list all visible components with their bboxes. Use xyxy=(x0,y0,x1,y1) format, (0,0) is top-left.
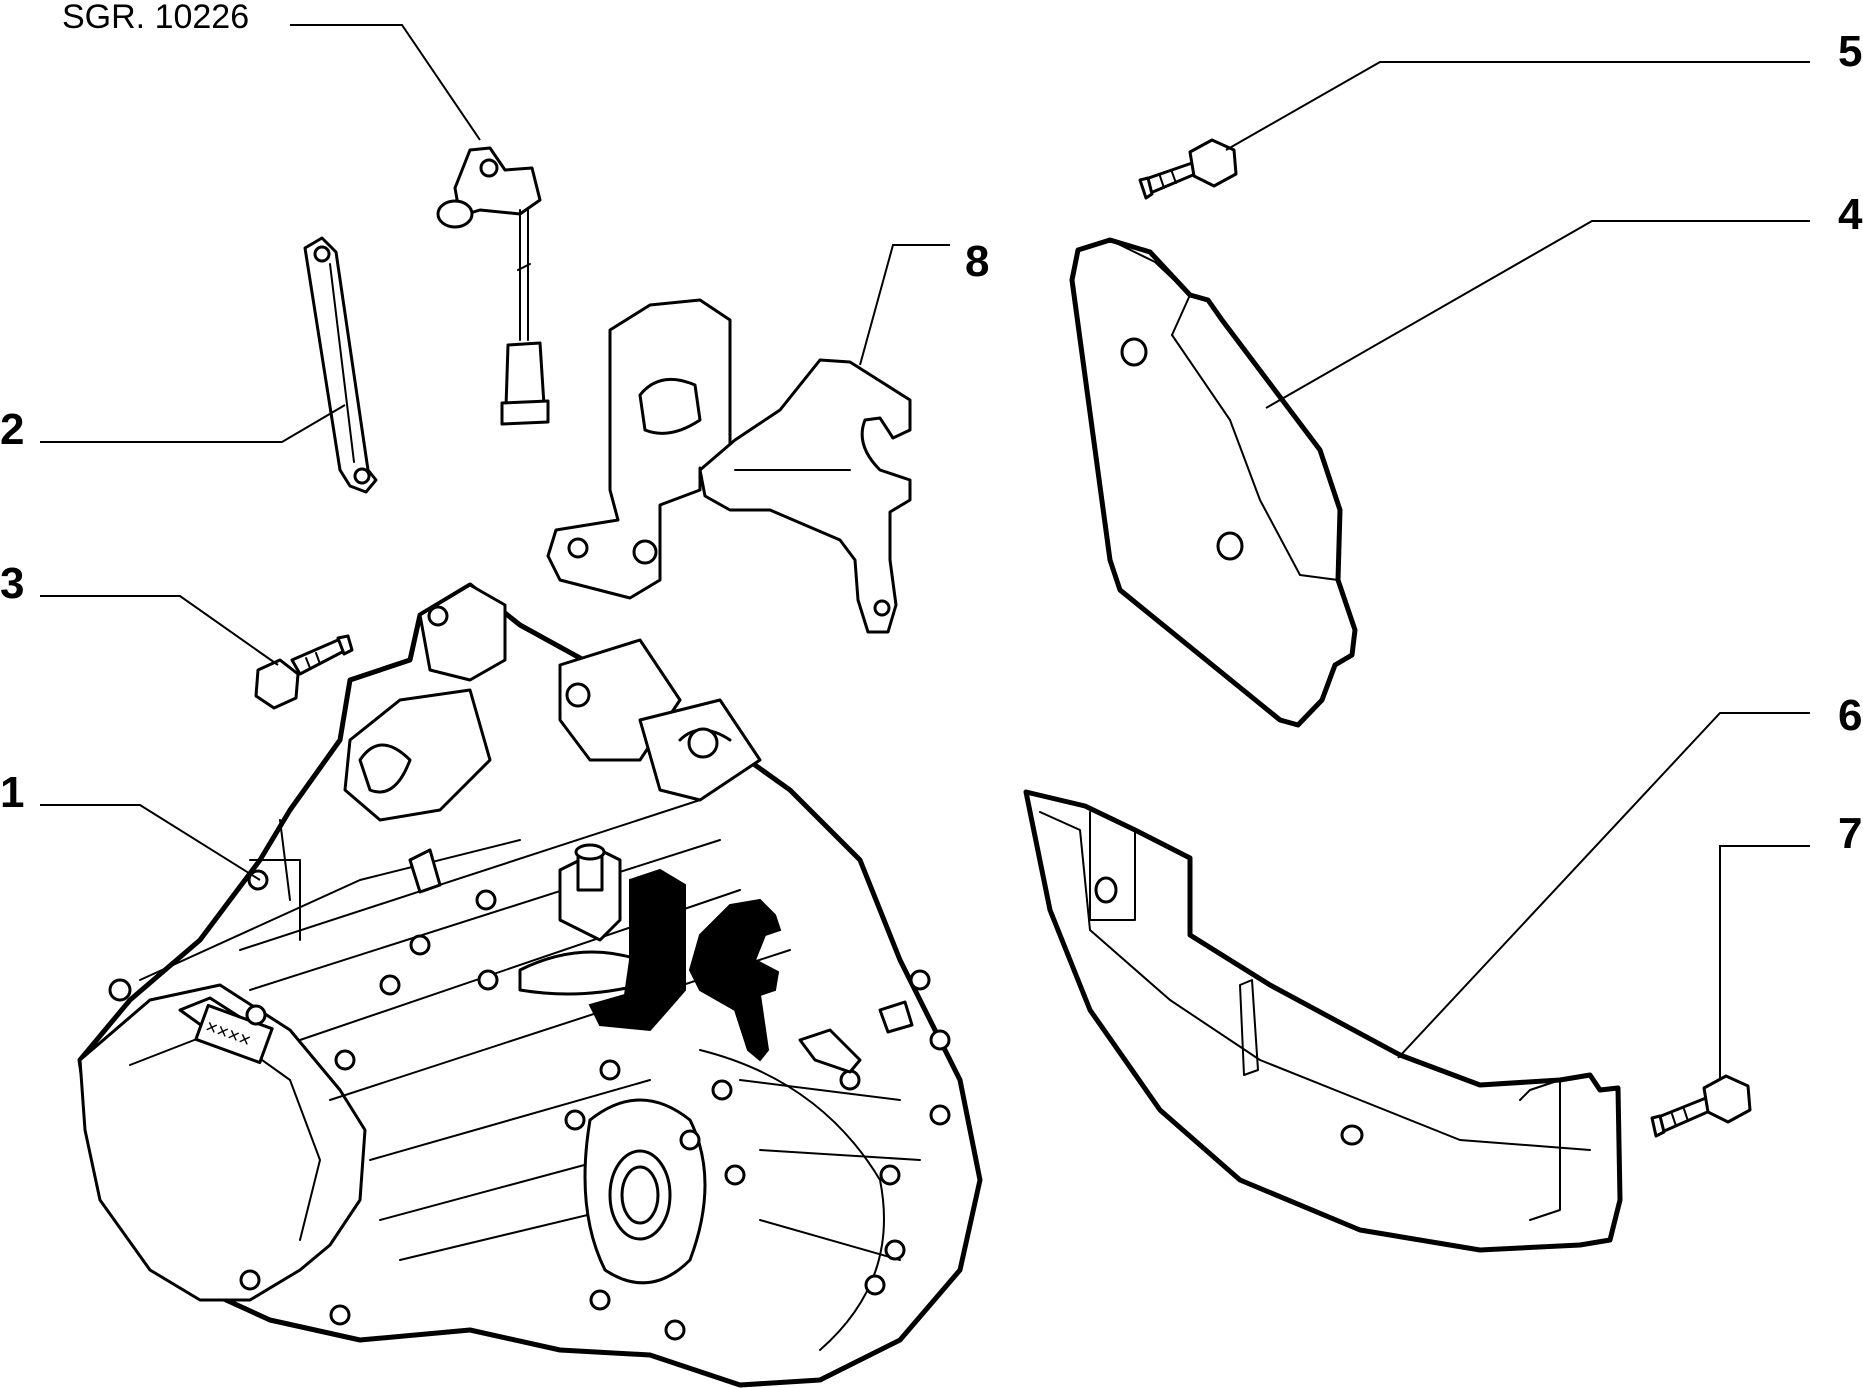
part-8-bracket xyxy=(546,298,912,634)
callout-8: 8 xyxy=(965,237,989,286)
part-3-bolt xyxy=(254,634,354,710)
callout-4: 4 xyxy=(1838,190,1863,239)
leader-4 xyxy=(1265,220,1810,409)
leader-5 xyxy=(1225,61,1810,151)
reference-label: SGR. 10226 xyxy=(62,0,249,36)
part-2-strap xyxy=(303,236,378,494)
callout-7: 7 xyxy=(1838,809,1862,858)
part-5-bolt xyxy=(1138,138,1238,200)
leader-1 xyxy=(40,804,261,881)
callout-3: 3 xyxy=(0,559,24,608)
callout-1: 1 xyxy=(0,768,24,817)
callout-6: 6 xyxy=(1838,691,1862,740)
leader-7 xyxy=(1719,845,1810,1080)
leader-6 xyxy=(1397,712,1810,1059)
part-4-shield xyxy=(1069,237,1358,728)
leader-2 xyxy=(40,404,346,443)
part-6-lower-shield xyxy=(1023,789,1623,1253)
callout-5: 5 xyxy=(1838,27,1862,76)
speed-sensor xyxy=(436,146,550,426)
leader-reference xyxy=(290,24,481,141)
part-7-bolt xyxy=(1650,1074,1752,1138)
callout-2: 2 xyxy=(0,405,24,454)
leader-8 xyxy=(859,244,950,366)
cover-marking: ×××× xyxy=(194,1003,274,1065)
leader-3 xyxy=(40,595,279,666)
part-1-gearbox: ×××× xyxy=(77,582,983,1388)
